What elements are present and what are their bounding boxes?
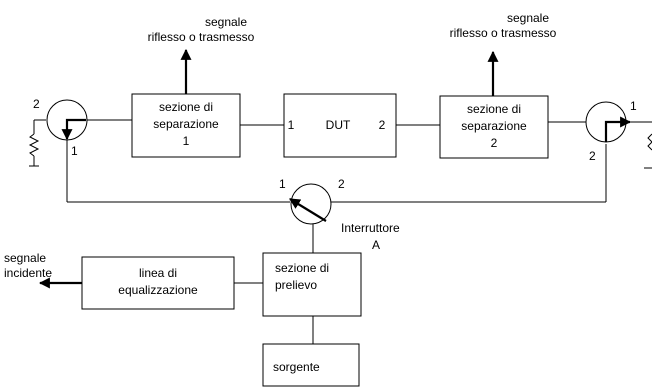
sep1-label-line2: separazione: [153, 117, 219, 131]
right-circulator-port-2: 2: [589, 149, 596, 163]
equalization-label-line2: equalizzazione: [118, 283, 198, 297]
reflected-signal-label-right-1: segnale: [507, 11, 549, 25]
dut-port-2: 2: [379, 118, 386, 132]
left-circulator-port-1: 1: [71, 144, 78, 158]
switch-a-label-line1: Interruttore: [341, 221, 400, 235]
sampling-label-line1: sezione di: [275, 261, 329, 275]
incident-signal-label-2: incidente: [4, 266, 52, 280]
incident-signal-label-1: segnale: [4, 251, 46, 265]
dut-box: [283, 93, 397, 158]
reflected-signal-label-left-1: segnale: [205, 15, 247, 29]
dut-port-1: 1: [288, 118, 295, 132]
reflected-signal-label-right-2: riflesso o trasmesso: [450, 26, 557, 40]
left-circulator: [46, 99, 88, 141]
separation-section-2: [439, 95, 549, 159]
sampling-label-line2: prelievo: [275, 278, 317, 292]
switch-a: [289, 183, 332, 225]
sep2-label-line2: separazione: [461, 119, 527, 133]
sampling-section-box: [262, 252, 362, 317]
sep1-label-line1: sezione di: [159, 100, 213, 114]
right-circulator-port-1: 1: [630, 99, 637, 113]
sep2-label-line1: sezione di: [467, 102, 521, 116]
equalization-line-box: [81, 256, 235, 310]
switch-a-port-2: 2: [338, 177, 345, 191]
source-box: [262, 343, 360, 387]
right-circulator: [585, 101, 632, 143]
separation-section-1: [131, 93, 241, 158]
sep2-label-line3: 2: [491, 136, 498, 150]
dut-label: DUT: [326, 118, 351, 132]
wires: [28, 119, 652, 344]
sep1-label-line3: 1: [183, 134, 190, 148]
left-circulator-port-2: 2: [33, 97, 40, 111]
reflected-signal-label-left-2: riflesso o trasmesso: [148, 30, 255, 44]
switch-a-label-line2: A: [372, 238, 380, 252]
source-label: sorgente: [273, 360, 320, 374]
switch-a-port-1: 1: [279, 177, 286, 191]
equalization-label-line1: linea di: [139, 266, 177, 280]
